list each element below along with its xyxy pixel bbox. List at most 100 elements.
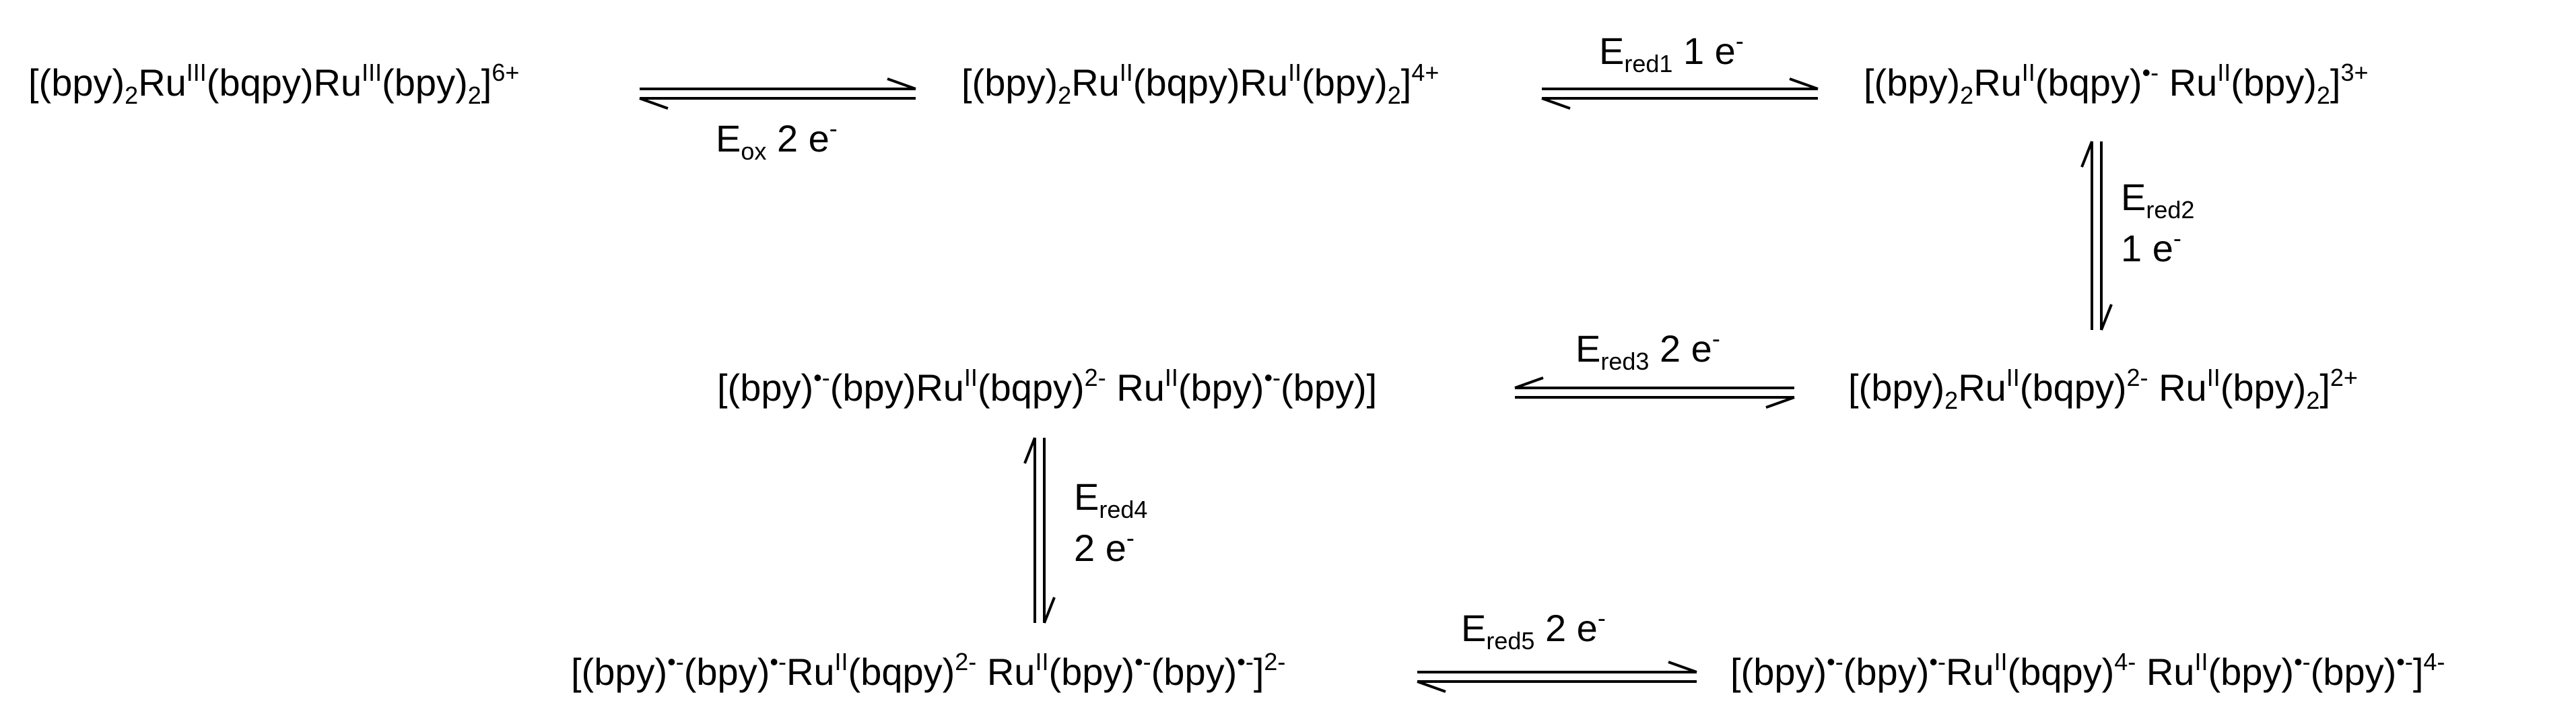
- formula-s7-text-0: [(bpy): [1730, 651, 1827, 693]
- formula-s6-text-4: Ru: [786, 651, 835, 693]
- arrow-red5: [1417, 661, 1697, 693]
- formula-s7-sup-5: II: [1994, 648, 2008, 675]
- rxn-r_red3-l1-sub-1: red3: [1600, 348, 1650, 375]
- rxn-r_ox-l1-sup-3: -: [829, 114, 838, 142]
- formula-s1-text-0: [(bpy): [28, 61, 125, 104]
- formula-s3-text-6: Ru: [2159, 61, 2218, 104]
- formula-s5-text-8: (bpy): [1178, 366, 1264, 409]
- rxn-line2: 1 e-: [2121, 223, 2194, 274]
- formula-s7-sup-13: •-: [2396, 648, 2413, 675]
- formula-s3-text-4: (bqpy): [2035, 61, 2142, 104]
- formula-s6-text-8: Ru: [976, 651, 1036, 693]
- formula-s4-sup-3: II: [2006, 364, 2020, 391]
- rxn-r_red4-l2-sup-1: -: [1126, 524, 1134, 552]
- formula-s3-text-10: ]: [2330, 61, 2341, 104]
- rxn-r_red5-l1-sup-3: -: [1597, 604, 1606, 632]
- species-bqpy-4minus-4minus: [(bpy)•-(bpy)•-RuII(bqpy)4- RuII(bpy)•-(…: [1730, 650, 2445, 693]
- formula-s7-text-14: ]: [2412, 651, 2424, 693]
- formula-s4-sub-9: 2: [2306, 387, 2320, 414]
- rxn-r_red4-l2-text-0: 2 e: [1074, 527, 1126, 569]
- formula-s2-sub-1: 2: [1058, 81, 1072, 109]
- rxn-r_red3-l1-sup-3: -: [1711, 325, 1720, 352]
- formula-s3-sub-9: 2: [2316, 81, 2330, 109]
- formula-s3-sup-5: •-: [2142, 59, 2159, 86]
- formula-s3-text-0: [(bpy): [1864, 61, 1961, 104]
- formula-s2-sup-9: 4+: [1411, 59, 1439, 86]
- formula-s5-sup-5: 2-: [1084, 364, 1106, 391]
- rxn-line1: Ered2: [2121, 172, 2194, 223]
- formula-s4-sub-1: 2: [1944, 387, 1959, 414]
- formula-s7-text-10: (bpy): [2208, 651, 2295, 693]
- formula-s7-sup-7: 4-: [2114, 648, 2136, 675]
- rxn-line2: 2 e-: [1074, 523, 1147, 574]
- formula-s6-text-10: (bpy): [1048, 651, 1135, 693]
- formula-s2-text-8: ]: [1400, 61, 1412, 104]
- formula-s7-text-6: (bqpy): [2007, 651, 2115, 693]
- rxn-r_ox-l1-sub-1: ox: [741, 137, 767, 165]
- formula-s1-text-2: Ru: [138, 61, 187, 104]
- formula-s4-sup-5: 2-: [2126, 364, 2148, 391]
- formula-s1-text-4: (bqpy)Ru: [206, 61, 362, 104]
- rxn-line1: Eox 2 e-: [716, 117, 838, 164]
- rxn-r_red1-l1-text-0: E: [1599, 30, 1625, 72]
- formula-s3-sup-7: II: [2217, 59, 2231, 86]
- formula-s7-sup-1: •-: [1827, 648, 1843, 675]
- formula-s4-text-6: Ru: [2148, 366, 2207, 409]
- formula-s6-sup-5: II: [834, 648, 848, 675]
- species-ru3-ru3-6plus: [(bpy)2RuIII(bqpy)RuIII(bpy)2]6+: [28, 61, 519, 108]
- formula-s5-text-6: Ru: [1106, 366, 1165, 409]
- rxn-r_red3-l1-text-0: E: [1575, 327, 1601, 370]
- formula-s7-sup-15: 4-: [2423, 648, 2445, 675]
- formula-s2-text-4: (bqpy)Ru: [1132, 61, 1289, 104]
- formula-s3-text-8: (bpy): [2231, 61, 2317, 104]
- formula-s4-sup-11: 2+: [2330, 364, 2358, 391]
- rxn-r_ox-l1-text-2: 2 e: [766, 117, 829, 160]
- arrow-red2: [2080, 141, 2113, 331]
- formula-s5-text-0: [(bpy): [717, 366, 814, 409]
- label-e-red5: Ered5 2 e-: [1461, 606, 1606, 653]
- formula-s1-sup-5: III: [362, 59, 382, 86]
- rxn-r_red4-l1-sub-1: red4: [1099, 496, 1148, 523]
- rxn-r_ox-l1-text-0: E: [716, 117, 741, 160]
- rxn-line1: Ered4: [1074, 471, 1147, 523]
- formula-s2-sup-3: II: [1119, 59, 1133, 86]
- formula-s1-text-6: (bpy): [382, 61, 468, 104]
- formula-s5-text-4: (bqpy): [977, 366, 1085, 409]
- arrow-red3: [1514, 376, 1795, 409]
- species-bpy-radicals-2minus: [(bpy)•-(bpy)•-RuII(bqpy)2- RuII(bpy)•-(…: [571, 650, 1285, 693]
- formula-s5-sup-9: •-: [1264, 364, 1281, 391]
- species-bqpy-radical-3plus: [(bpy)2RuII(bqpy)•- RuII(bpy)2]3+: [1864, 61, 2369, 108]
- formula-s5-text-2: (bpy)Ru: [829, 366, 964, 409]
- formula-s3-sub-1: 2: [1960, 81, 1974, 109]
- formula-s5-sup-1: •-: [813, 364, 830, 391]
- formula-s2-text-6: (bpy): [1301, 61, 1388, 104]
- formula-s2-sub-7: 2: [1387, 81, 1401, 109]
- formula-s4-text-10: ]: [2319, 366, 2330, 409]
- rxn-line1: Ered1 1 e-: [1599, 29, 1744, 76]
- species-ru2-ru2-4plus: [(bpy)2RuII(bqpy)RuII(bpy)2]4+: [961, 61, 1439, 108]
- rxn-r_red4-l1-text-0: E: [1074, 475, 1099, 518]
- formula-s6-text-6: (bqpy): [848, 651, 955, 693]
- formula-s5-sup-7: II: [1164, 364, 1178, 391]
- formula-s6-text-12: (bpy): [1151, 651, 1238, 693]
- arrow-red1: [1541, 77, 1819, 110]
- rxn-r_red1-l1-text-2: 1 e: [1672, 30, 1736, 72]
- formula-s1-sub-1: 2: [125, 81, 139, 109]
- formula-s6-sup-9: II: [1035, 648, 1049, 675]
- formula-s6-sup-15: 2-: [1264, 648, 1286, 675]
- formula-s7-text-8: Ru: [2136, 651, 2195, 693]
- species-bpy-radical-neutral: [(bpy)•-(bpy)RuII(bqpy)2- RuII(bpy)•-(bp…: [717, 366, 1377, 409]
- formula-s1-text-8: ]: [481, 61, 492, 104]
- formula-s4-text-0: [(bpy): [1848, 366, 1945, 409]
- formula-s2-text-2: Ru: [1071, 61, 1120, 104]
- formula-s6-sup-3: •-: [770, 648, 786, 675]
- rxn-r_red1-l1-sup-3: -: [1735, 27, 1744, 55]
- formula-s2-text-0: [(bpy): [961, 61, 1058, 104]
- formula-s4-text-4: (bqpy): [2019, 366, 2127, 409]
- formula-s4-text-8: (bpy): [2220, 366, 2307, 409]
- rxn-r_red3-l1-text-2: 2 e: [1649, 327, 1712, 370]
- formula-s7-sup-3: •-: [1929, 648, 1946, 675]
- rxn-r_red1-l1-sub-1: red1: [1624, 50, 1673, 77]
